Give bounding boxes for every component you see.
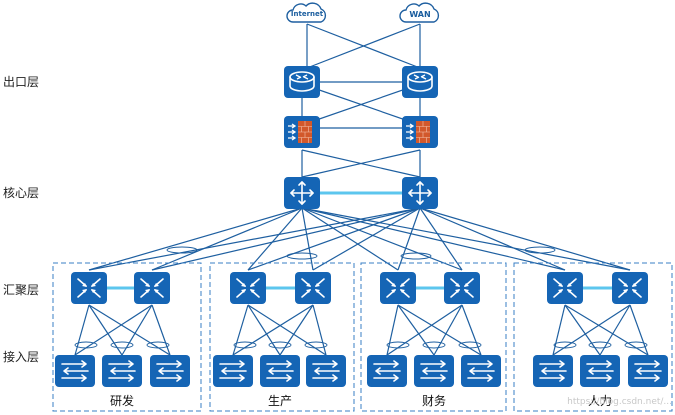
cloud-internet: Internet xyxy=(286,2,327,23)
group-box-hr xyxy=(513,262,673,412)
aggregation-switch-icon[interactable] xyxy=(444,272,480,304)
router-icon[interactable] xyxy=(284,66,320,98)
aggregation-switch-icon[interactable] xyxy=(295,272,331,304)
access-switch-icon[interactable] xyxy=(102,355,142,387)
access-switch-icon[interactable] xyxy=(306,355,346,387)
watermark-text: https://blog.csdn.net/... xyxy=(567,397,672,407)
aggregation-switch-icon[interactable] xyxy=(612,272,648,304)
layer-label-aggregation: 汇聚层 xyxy=(3,283,39,297)
access-switch-icon[interactable] xyxy=(367,355,407,387)
access-switch-icon[interactable] xyxy=(628,355,668,387)
access-switch-icon[interactable] xyxy=(260,355,300,387)
layer-label-core: 核心层 xyxy=(3,186,39,200)
group-box-production xyxy=(209,262,355,412)
cloud-internet-label: Internet xyxy=(291,10,324,18)
firewall-icon[interactable] xyxy=(402,116,438,148)
cloud-wan-label: WAN xyxy=(409,10,430,19)
access-switch-icon[interactable] xyxy=(414,355,454,387)
access-switch-icon[interactable] xyxy=(461,355,501,387)
aggregation-switch-icon[interactable] xyxy=(71,272,107,304)
group-box-rd xyxy=(52,262,202,412)
aggregation-switch-icon[interactable] xyxy=(380,272,416,304)
core-switch-icon[interactable] xyxy=(402,177,438,209)
router-icon[interactable] xyxy=(402,66,438,98)
department-label-hr: 人力 xyxy=(588,394,612,408)
core-switch-icon[interactable] xyxy=(284,177,320,209)
access-switch-icon[interactable] xyxy=(213,355,253,387)
department-label-finance: 财务 xyxy=(422,393,446,408)
aggregation-switch-icon[interactable] xyxy=(230,272,266,304)
department-label-production: 生产 xyxy=(268,394,292,408)
access-switch-icon[interactable] xyxy=(150,355,190,387)
layer-label-access: 接入层 xyxy=(3,349,39,364)
access-switch-icon[interactable] xyxy=(533,355,573,387)
access-switch-icon[interactable] xyxy=(580,355,620,387)
link-bundle-markers xyxy=(74,246,648,349)
cloud-wan: WAN xyxy=(399,2,440,23)
department-label-rd: 研发 xyxy=(110,393,134,408)
layer-label-egress: 出口层 xyxy=(3,75,39,89)
aggregation-switch-icon[interactable] xyxy=(547,272,583,304)
firewall-icon[interactable] xyxy=(284,116,320,148)
aggregation-switch-icon[interactable] xyxy=(134,272,170,304)
access-switch-icon[interactable] xyxy=(55,355,95,387)
group-box-finance xyxy=(360,262,507,412)
links xyxy=(74,23,649,356)
